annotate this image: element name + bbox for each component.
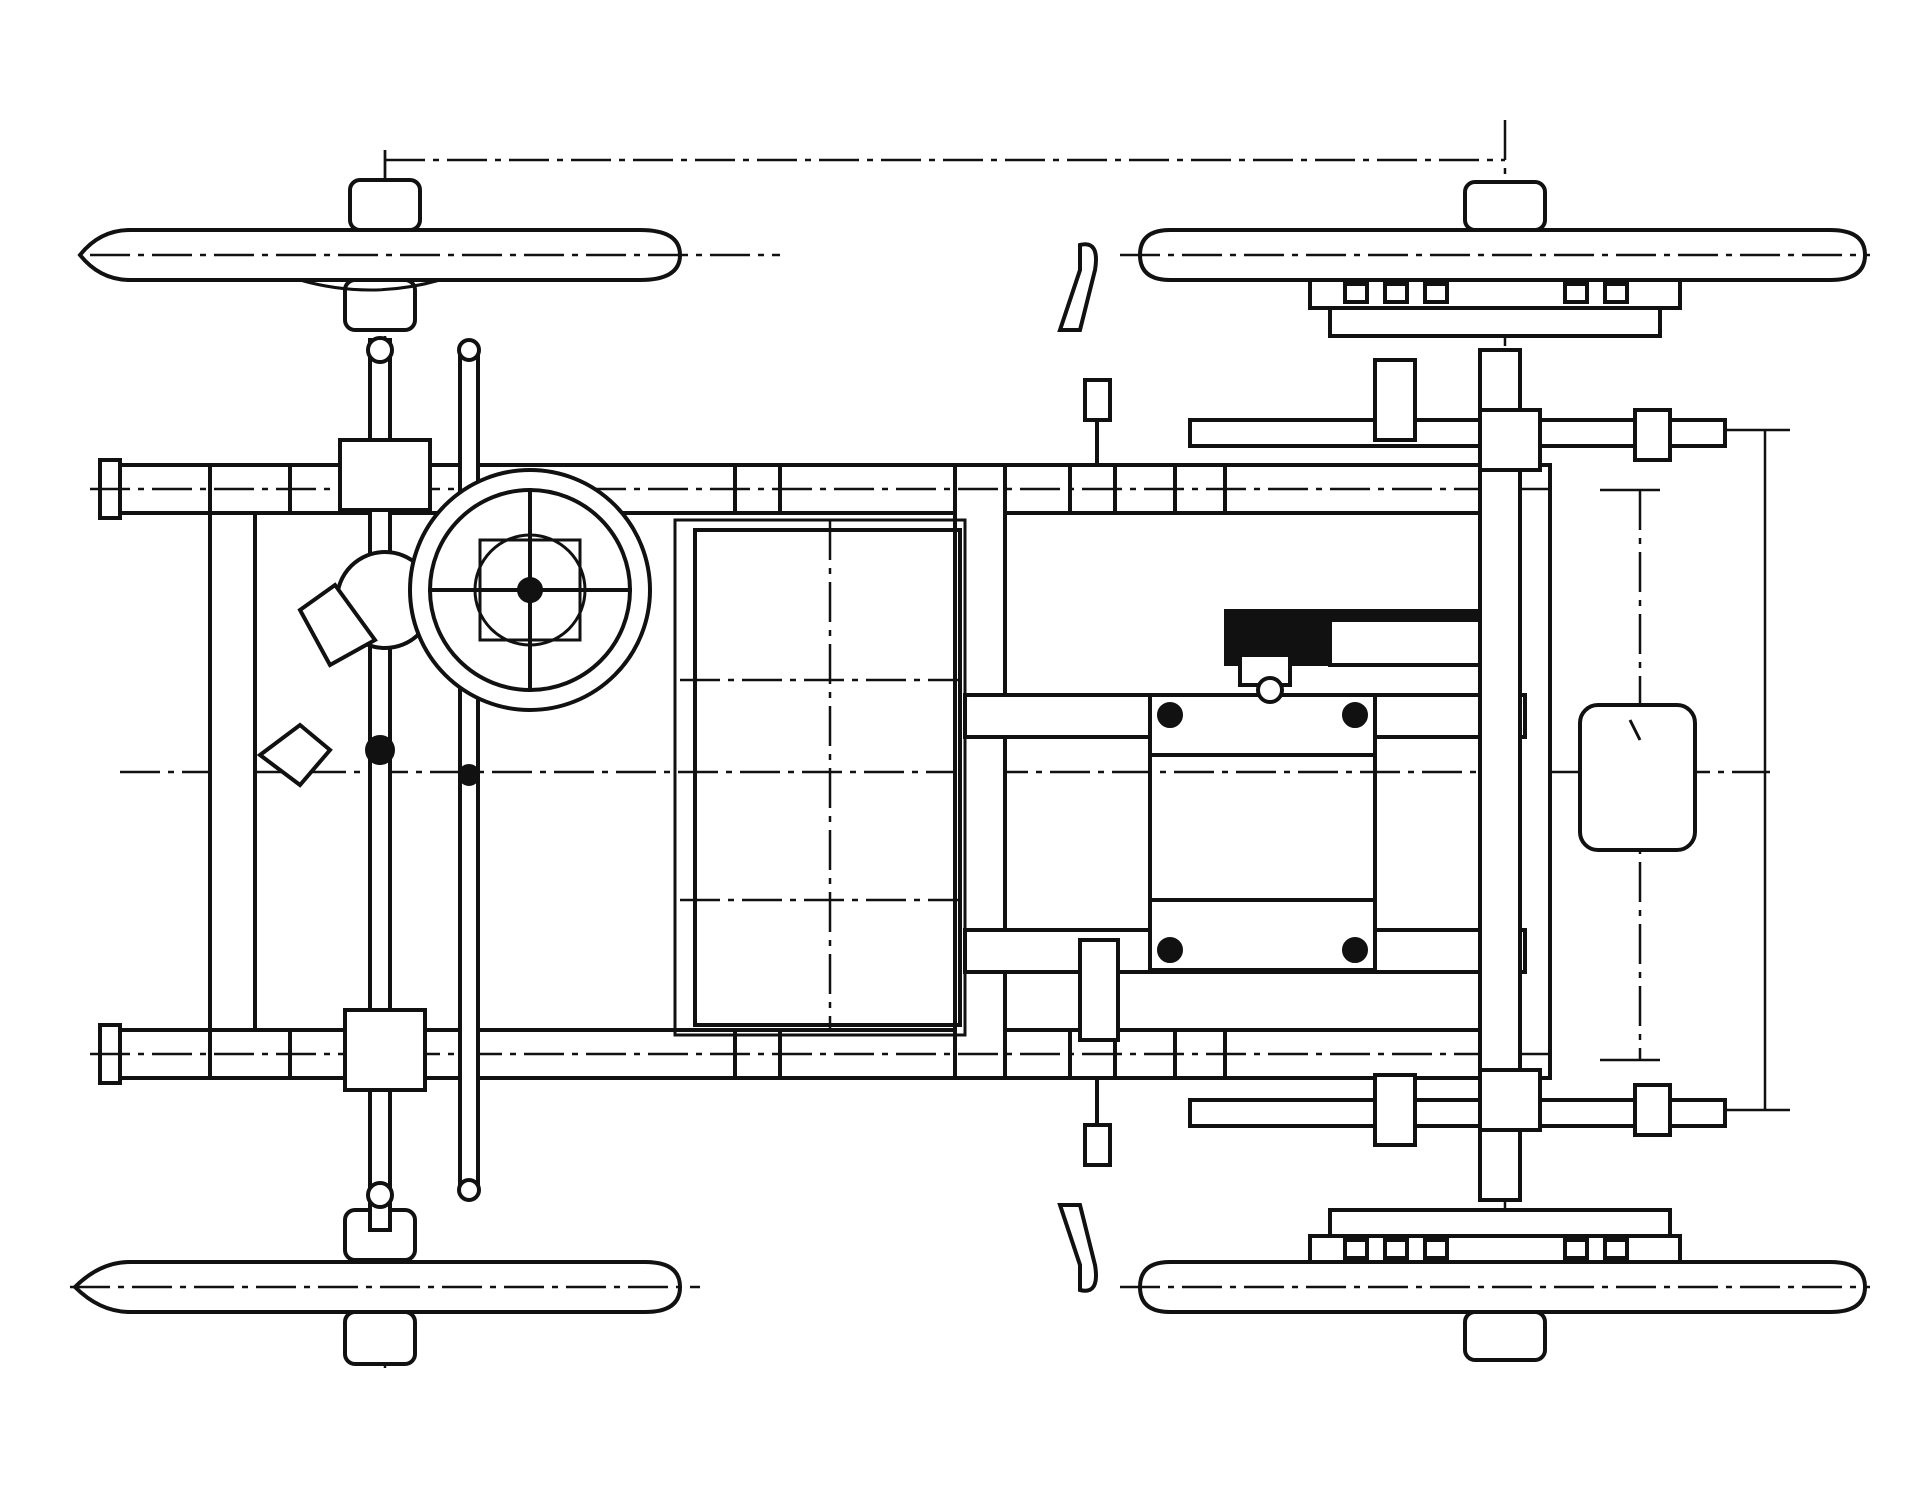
engine-subframe — [673, 518, 967, 1037]
steering-wheel — [297, 468, 652, 712]
brake-drum-segments-bottom — [1343, 1238, 1629, 1260]
wheel-front-right — [70, 1208, 700, 1366]
wheel-rear-right — [1120, 1208, 1870, 1362]
wheel-front-left — [77, 178, 780, 332]
brake-drum-segments-top — [1343, 282, 1629, 304]
lever-top — [1057, 242, 1112, 467]
fuel-tank — [1578, 703, 1697, 852]
lever-bottom — [1057, 1076, 1112, 1293]
wheel-rear-left — [1120, 180, 1870, 338]
differential — [1224, 609, 1506, 704]
gearbox-housing — [1148, 693, 1377, 972]
rear-axle — [1188, 348, 1727, 1202]
chassis-frame — [90, 458, 1552, 1085]
